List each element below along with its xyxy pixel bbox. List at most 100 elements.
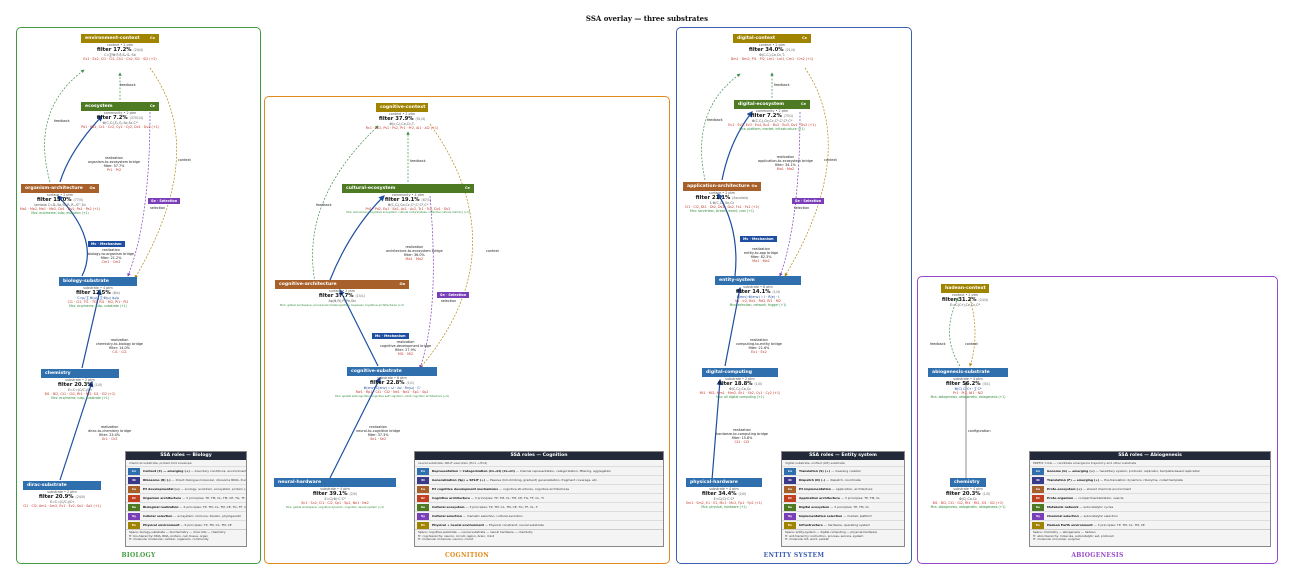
legend-swatch: Or	[1032, 494, 1044, 502]
legend-row-text: Cultural selection — memetic selection, …	[432, 514, 523, 518]
legend-row-text: Digital ecosystem — 3 principles: TP, TM…	[799, 505, 870, 509]
legend-row-text: Application architecture — 3 principles:…	[799, 496, 880, 500]
node-subtitle: substrate • 4 ptm	[709, 487, 739, 491]
legend-row-text: E3 implementation — application, archite…	[799, 487, 873, 491]
legend-swatch: Sy	[784, 512, 796, 520]
node-abiogenesis-substrate[interactable]: abiogenesis-substrate substrate • 4 ptm …	[920, 368, 1016, 399]
node-subtitle: context • 2 ptm	[758, 43, 786, 47]
node-principles: Pd1 · Pd2, Ea1 · Ea2, Ac1 · Ac2, Tc1 · T…	[365, 207, 451, 211]
node-filter: filter 18.8% (1/0)	[717, 381, 763, 387]
role-tag: Oa	[751, 184, 757, 188]
node-principles: Ml1 · Ml2, Mm1 · Mm2, Sh1 · Sh2, Cy1 · C…	[699, 391, 781, 395]
node-dirac-substrate[interactable]: dirac-substrate substrate • 2 ptm filter…	[14, 481, 110, 508]
legend-swatch: Se	[128, 503, 140, 511]
node-neural-hardware[interactable]: neural-hardware substrate • 4 ptm filter…	[270, 478, 400, 509]
legend-row-text: Cellular selection — ecosystem, immune, …	[143, 514, 242, 518]
panel-label-cognition: COGNITION	[444, 552, 490, 559]
node-signature: Φ(C,Cᵢ),Cᴅ,Cᴄ	[729, 387, 751, 391]
node-mechanisms: Mcs: autonomous cognitive ecosystem, cul…	[346, 211, 470, 214]
bio-edge-realization-4	[59, 115, 103, 183]
node-subtitle: surface • 2 ptm	[47, 193, 73, 197]
node-title: abiogenesis-substrate	[932, 370, 990, 375]
node-mechanisms: Mcs: abiogenesis, abiogenetic, abiogenes…	[930, 395, 1006, 399]
node-mechanisms: Mcs: global workspace, procedural metaco…	[279, 303, 405, 307]
legend-row-text: Ribosome (R) (-) — Direct dialogue molec…	[143, 478, 246, 482]
page-title: SSA overlay — three substrates	[585, 14, 709, 23]
legend-swatch: Sy	[128, 512, 140, 520]
node-abio-chemistry[interactable]: chemistry substrate • 4 ptm filter 20.3%…	[920, 478, 1016, 509]
abio-label-feedback: feedback	[930, 342, 946, 346]
node-title: ecosystem	[85, 104, 113, 109]
node-biology-substrate[interactable]: biology-substrate substrate • 4 ptm filt…	[50, 277, 146, 308]
node-signature: E(env) Φ(env) :: I · R(e) · I	[736, 295, 780, 299]
node-filter: filter 20.3% (1/0)	[57, 382, 103, 388]
cog-mechanism-badge: Mc · Mechanism	[372, 333, 409, 339]
legend-row-text: E3 cognitive development mechanisms — co…	[432, 487, 570, 491]
ent-edge-realization-3	[717, 192, 737, 277]
node-filter: filter 12.5% (8/x)	[75, 290, 121, 296]
node-signature: C=μ/ ∑ Φ(μ) | ∑ Φ(μ) ∂μ/μ	[77, 296, 119, 300]
node-signature: Φ(c,Cᵢ),Cᴅ,Cᴄ,Tᵢ	[389, 122, 415, 126]
ent-edge-selection	[779, 111, 801, 277]
node-filter: filter 31.2% (24/4)	[941, 297, 989, 303]
node-filter: filter 7.2% (75/1)	[750, 113, 794, 119]
node-mechanisms: Mcs: all digital computing (+1)	[716, 395, 764, 399]
legend-row-text: Proto-organism — compartmentalization, v…	[1047, 496, 1124, 500]
node-title: digital-ecosystem	[738, 102, 785, 107]
node-cognitive-substrate[interactable]: cognitive-substrate substrate • 6 ptm fi…	[326, 367, 458, 398]
abio-label-configuration: configuration	[968, 429, 991, 433]
node-chemistry[interactable]: chemistry substrate • 2 ptm filter 20.3%…	[32, 369, 128, 400]
bio-label-feedback-2: feedback	[120, 83, 136, 87]
role-tag: Cx	[802, 36, 807, 40]
bio-label-feedback-1: feedback	[54, 119, 70, 123]
legend-row-text: Genome (G) — emerging (+) — hereditary s…	[1047, 469, 1201, 473]
legend-title: SSA roles — Abiogenesis	[1030, 452, 1270, 460]
cog-label-selection: selection	[441, 299, 457, 303]
legend-swatch: Cx	[417, 467, 429, 475]
node-filter: filter 22.8% (1/1)	[369, 380, 415, 386]
node-signature: Φ(C,Cᵢ),Cᴅ,Cᴄ,Cᴰ,Cᴵ,Cᴿ,Cᴴ	[387, 203, 429, 207]
node-title: dirac-substrate	[27, 483, 67, 488]
legend-swatch: Or	[784, 494, 796, 502]
node-physical-hardware[interactable]: physical-hardware substrate • 4 ptm filt…	[676, 478, 772, 509]
node-mechanisms: Mcs: global workspace, cognitive dynamic…	[286, 505, 384, 509]
node-signature: Φ(C,Cᵢ),Cᴅ,Cᴄ,Tᵢ	[759, 53, 785, 57]
legend-row-text: Physical + neural environment — Physical…	[432, 523, 544, 527]
node-principles: Pd1 · Pd2, Cc1 · Cc2, Cy1 · Cy2, Dv1 · D…	[80, 125, 159, 129]
node-entity-system[interactable]: entity-system substrate • 6 ptm filter 1…	[706, 276, 810, 307]
node-digital-computing[interactable]: digital-computing substrate • 2 ptm filt…	[692, 368, 788, 399]
bio-edge-feedback-1	[44, 69, 85, 183]
node-subtitle: substrate • 2 ptm	[65, 378, 95, 382]
panel-biology: BIOLOGY	[16, 27, 261, 564]
role-tag: Oa	[89, 186, 95, 190]
node-filter: filter 14.1% (1/4)	[735, 289, 781, 295]
legend-swatch: Se	[1032, 503, 1044, 511]
bio-label-context: context	[178, 158, 191, 162]
node-signature: Φ(C),Cᴅ,Cᴄ	[959, 497, 977, 501]
ent-edge-realization-1	[711, 378, 723, 481]
legend-swatch: Ex	[1032, 521, 1044, 529]
legend-row-text: Cognitive architecture — 3 principles: T…	[432, 496, 544, 500]
node-title: chemistry	[954, 480, 980, 485]
node-principles: Ev1 · Ev2, Ev3 · Ev4, Bu1 · Bu2 · Bu3, D…	[728, 123, 816, 127]
legend-row-text: Implementation selection — market, platf…	[799, 514, 873, 518]
